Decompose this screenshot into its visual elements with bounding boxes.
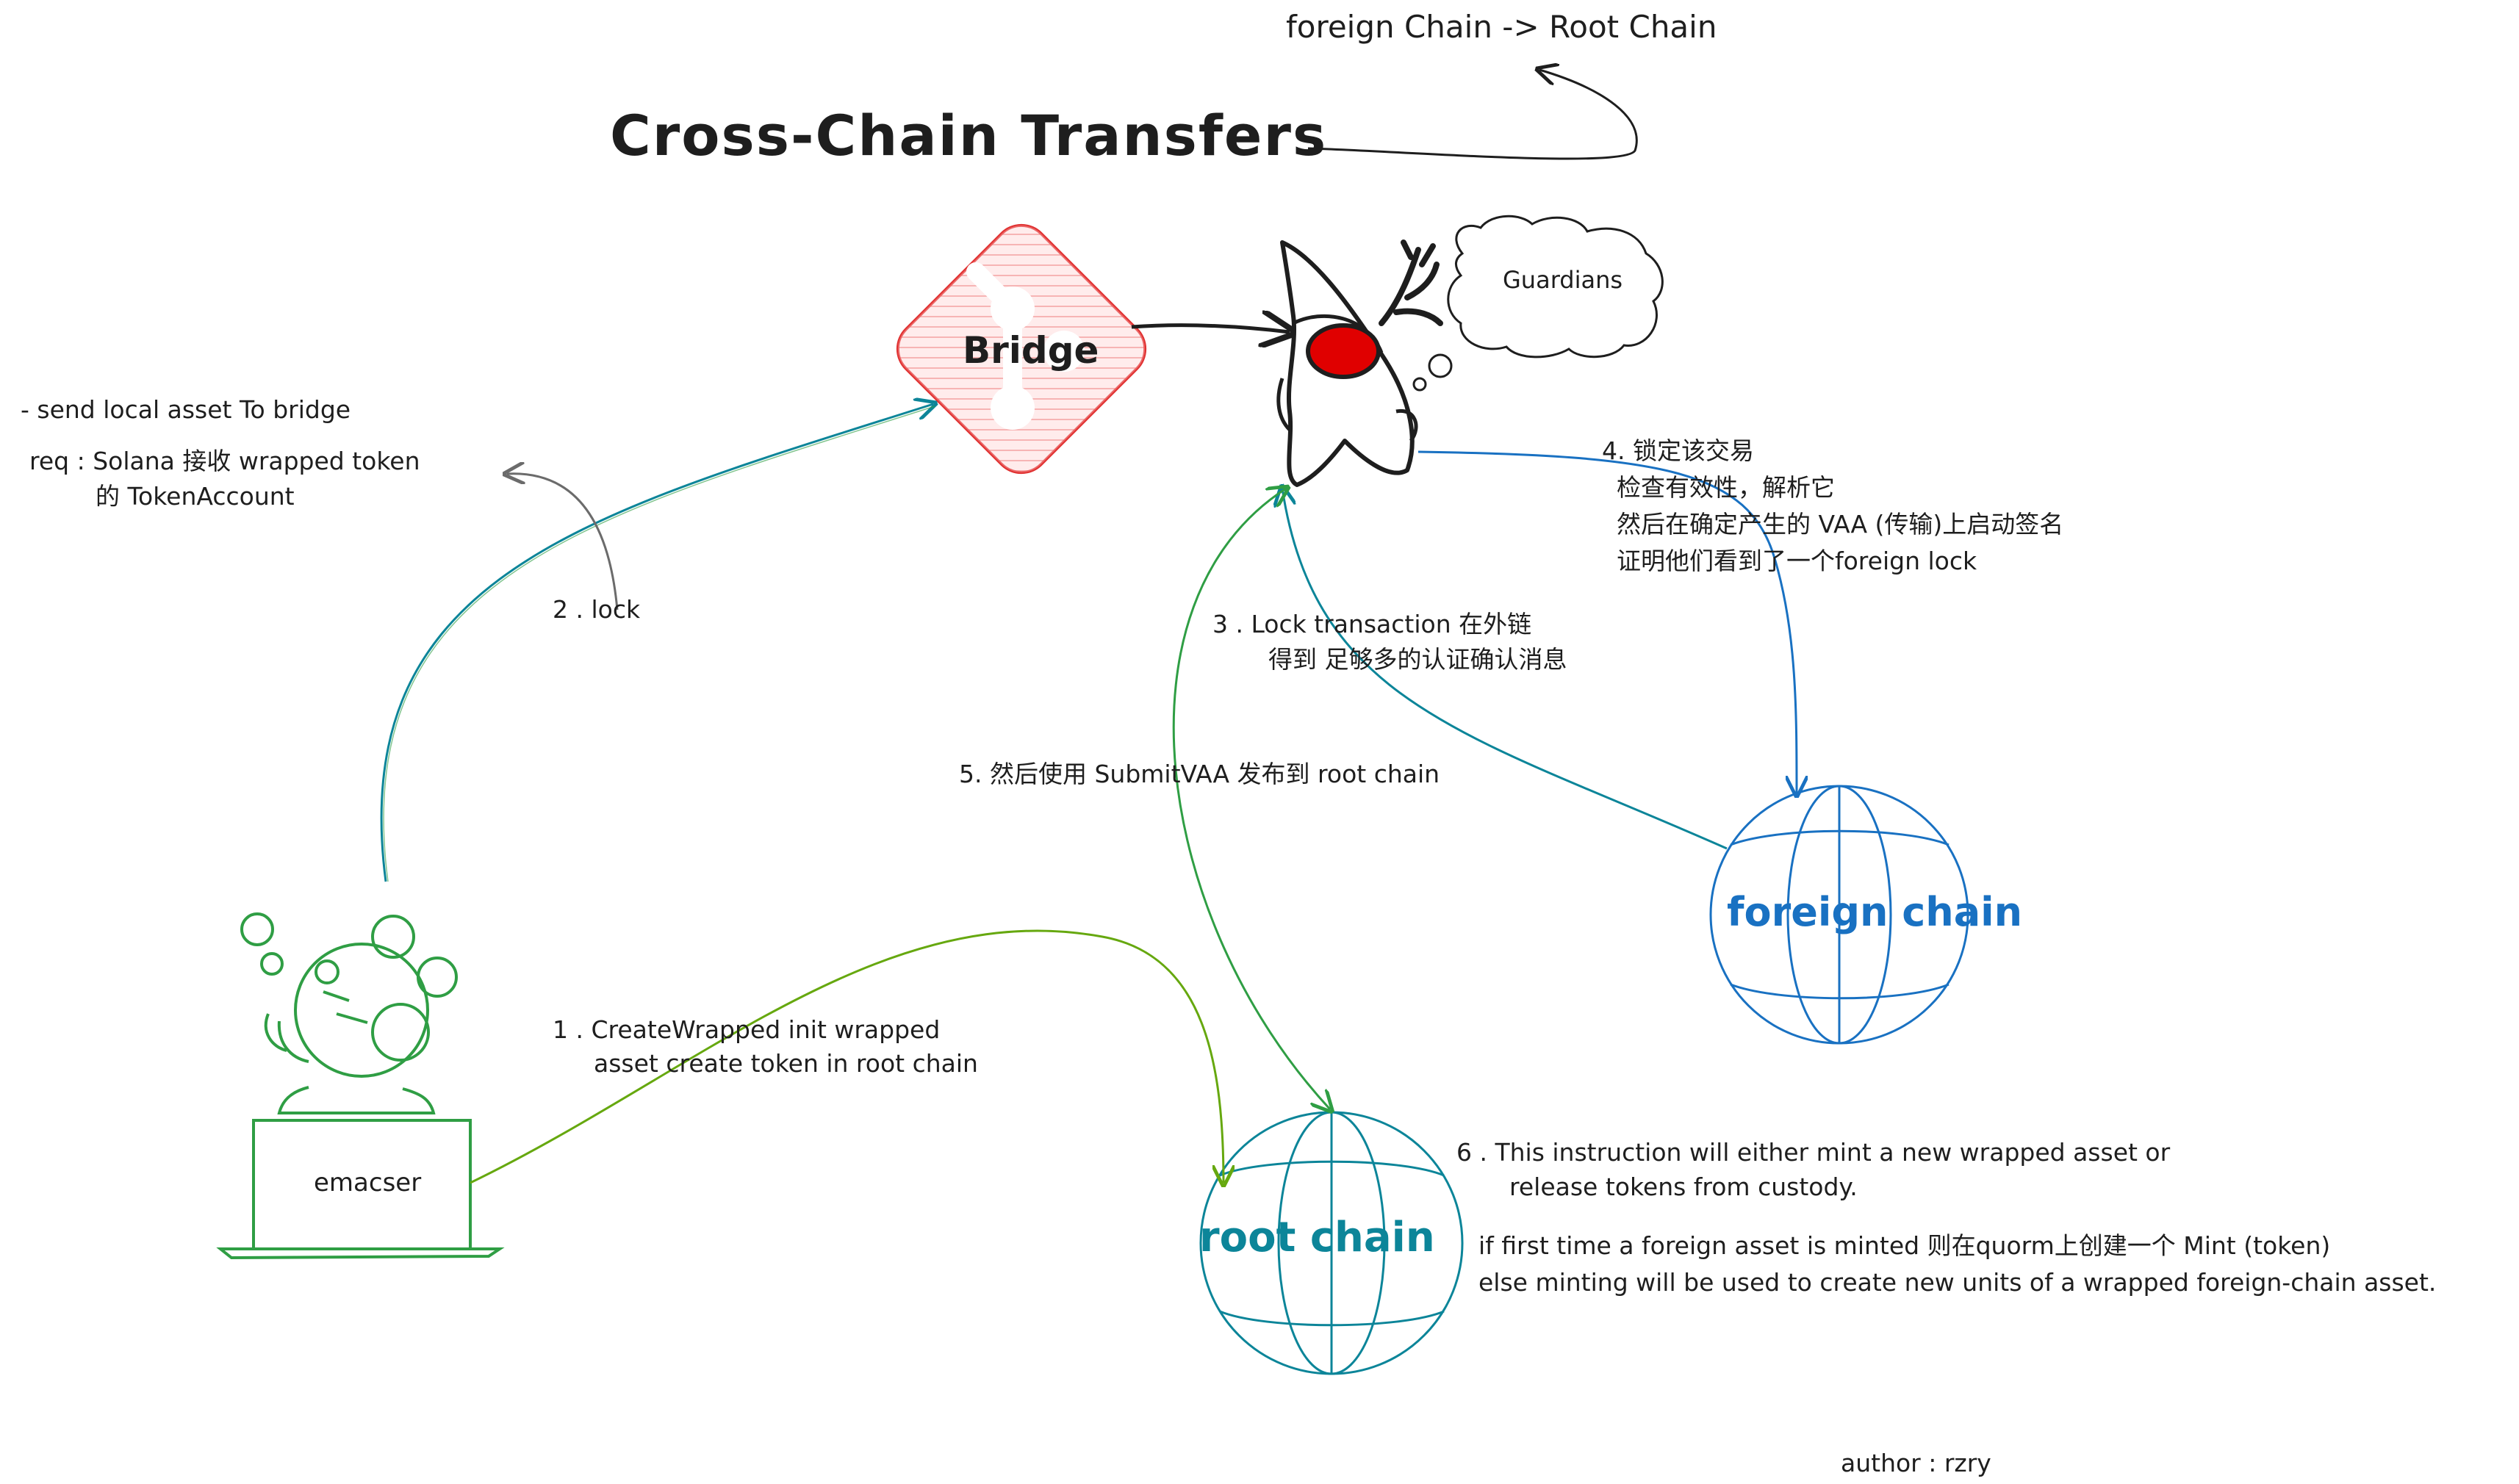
root-chain-label: root chain (1199, 1214, 1435, 1261)
guardians-label: Guardians (1503, 266, 1623, 294)
bridge-to-guardians-arrow (1131, 325, 1290, 332)
step6-line3: if first time a foreign asset is minted … (1478, 1231, 2331, 1260)
step4-line2: 检查有效性，解析它 (1617, 473, 1835, 502)
guardian-mascot (1276, 239, 1443, 487)
git-logo-icon (966, 262, 1085, 430)
emacser-node (216, 912, 505, 1260)
foreign-chain-label: foreign chain (1727, 889, 2023, 935)
emacser-to-root-arrow (470, 929, 1223, 1183)
note-req-line2: 的 TokenAccount (96, 482, 295, 511)
lock-to-req-arrow (507, 474, 619, 610)
note-req-line1: req : Solana 接收 wrapped token (29, 447, 420, 475)
step6-line1: 6 . This instruction will either mint a … (1456, 1138, 2171, 1167)
guardians-to-foreign-arrow (1417, 450, 1797, 793)
guardians-root-arrow (1172, 489, 1330, 1109)
foreign-chain-globe (1709, 785, 1969, 1045)
step4-line1: 4. 锁定该交易 (1602, 436, 1754, 465)
step4-line4: 证明他们看到了一个foreign lock (1617, 547, 1977, 575)
step1-line2: asset create token in root chain (594, 1049, 978, 1078)
step6-line4: else minting will be used to create new … (1478, 1268, 2437, 1297)
guardians-cloud (1412, 215, 1664, 392)
step3-line1: 3 . Lock transaction 在外链 (1212, 610, 1532, 638)
guardian-eye-icon (1306, 323, 1381, 379)
step6-line2: release tokens from custody. (1509, 1173, 1858, 1201)
step4-line3: 然后在确定产生的 VAA (传输)上启动签名 (1617, 510, 2064, 539)
note-send-local: - send local asset To bridge (21, 395, 351, 424)
title-to-subtitle-arrow (1307, 70, 1638, 160)
author-credit: author : rzry (1841, 1449, 1991, 1477)
bridge-node (896, 223, 1147, 475)
bridge-label: Bridge (963, 329, 1099, 372)
emacser-to-bridge-arrow (380, 404, 933, 882)
diagram-title: Cross-Chain Transfers (610, 103, 1328, 168)
step5-label: 5. 然后使用 SubmitVAA 发布到 root chain (959, 760, 1440, 788)
step1-line1: 1 . CreateWrapped init wrapped (553, 1015, 941, 1044)
diagram-subtitle: foreign Chain -> Root Chain (1286, 9, 1717, 45)
emacser-label: emacser (314, 1168, 422, 1197)
step2-label: 2 . lock (553, 595, 641, 624)
step3-line2: 得到 足够多的认证确认消息 (1268, 645, 1567, 674)
